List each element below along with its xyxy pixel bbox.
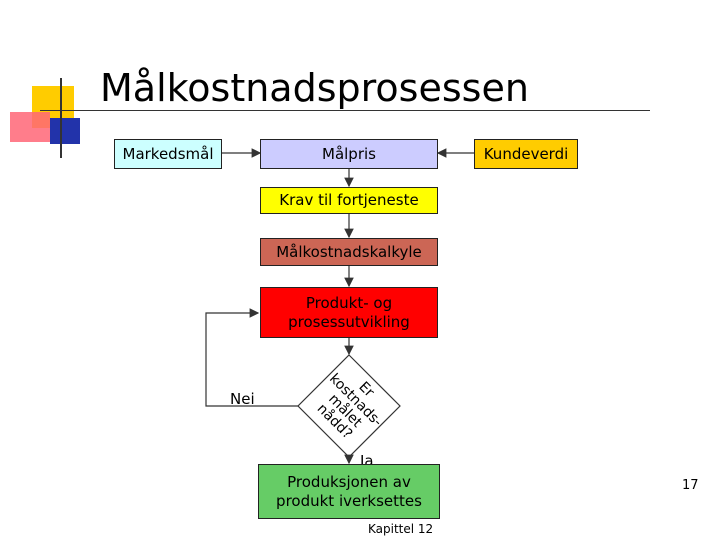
decision-question: Er kostnads-målet nådd? [300,356,400,456]
no-label: Nei [230,390,255,408]
logo-horizontal-line [40,110,650,111]
logo-square-blue [50,118,80,144]
box-malkostnadskalkyle: Målkostnadskalkyle [260,238,438,266]
box-produktutvikling-label: Produkt- og prosessutvikling [288,293,410,331]
box-malpris-label: Målpris [322,144,376,163]
box-malpris: Målpris [260,139,438,169]
box-markedsmal: Markedsmål [114,139,222,169]
box-krav: Krav til fortjeneste [260,187,438,214]
page-number: 17 [682,478,699,493]
box-produktutvikling: Produkt- og prosessutvikling [260,287,438,338]
box-produksjon-label: Produksjonen av produkt iverksettes [276,472,422,510]
footer-chapter: Kapittel 12 [368,522,434,536]
logo-vertical-line [60,78,62,158]
box-kundeverdi: Kundeverdi [474,139,578,169]
box-produksjon: Produksjonen av produkt iverksettes [258,464,440,519]
decision-question-label: Er kostnads-målet nådd? [313,370,386,443]
box-malkostnadskalkyle-label: Målkostnadskalkyle [276,242,422,261]
page-title: Målkostnadsprosessen [100,66,529,110]
arrow-nei-loop [205,308,298,407]
box-krav-label: Krav til fortjeneste [279,191,419,209]
box-kundeverdi-label: Kundeverdi [483,144,569,163]
box-markedsmal-label: Markedsmål [122,144,214,163]
logo-square-pink [10,112,50,142]
